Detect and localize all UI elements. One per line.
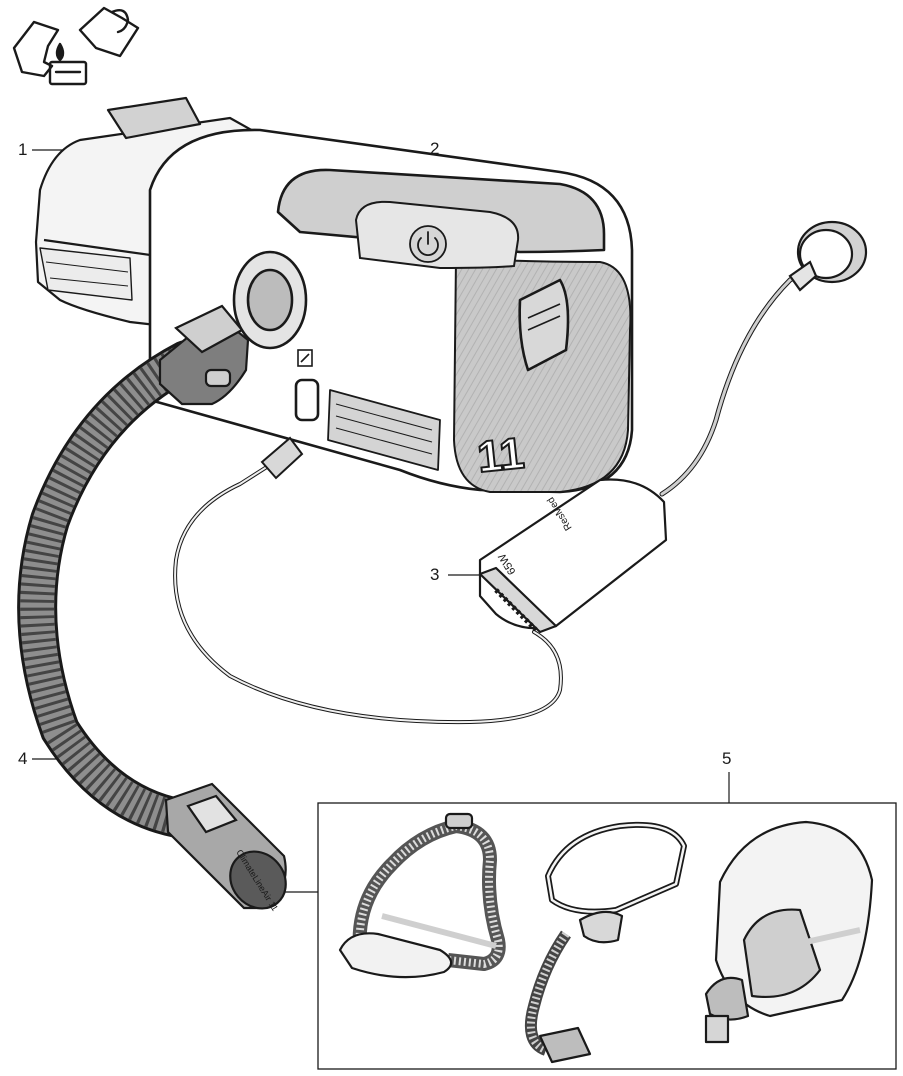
power-cables — [173, 267, 809, 725]
tube-device-connector — [158, 304, 250, 406]
fill-with-water-icon — [12, 6, 140, 86]
tube-up-nasal-mask — [338, 812, 506, 979]
nasal-pillows-mask — [525, 821, 687, 1064]
power-icon — [409, 225, 447, 263]
dc-plug — [260, 436, 304, 480]
wall-plug — [788, 220, 868, 292]
device-side-number: 11 — [475, 429, 526, 483]
callout-5: 5 — [722, 749, 732, 768]
callout-2: 2 — [430, 139, 440, 158]
patient-connection-icon — [297, 349, 313, 367]
tube-mask-connector — [164, 782, 287, 910]
full-face-mask — [704, 820, 874, 1044]
callout-1: 1 — [18, 140, 28, 159]
air-tubing — [17, 340, 242, 866]
power-supply-unit — [478, 478, 668, 634]
callout-3: 3 — [430, 565, 440, 584]
callout-4: 4 — [18, 749, 28, 768]
